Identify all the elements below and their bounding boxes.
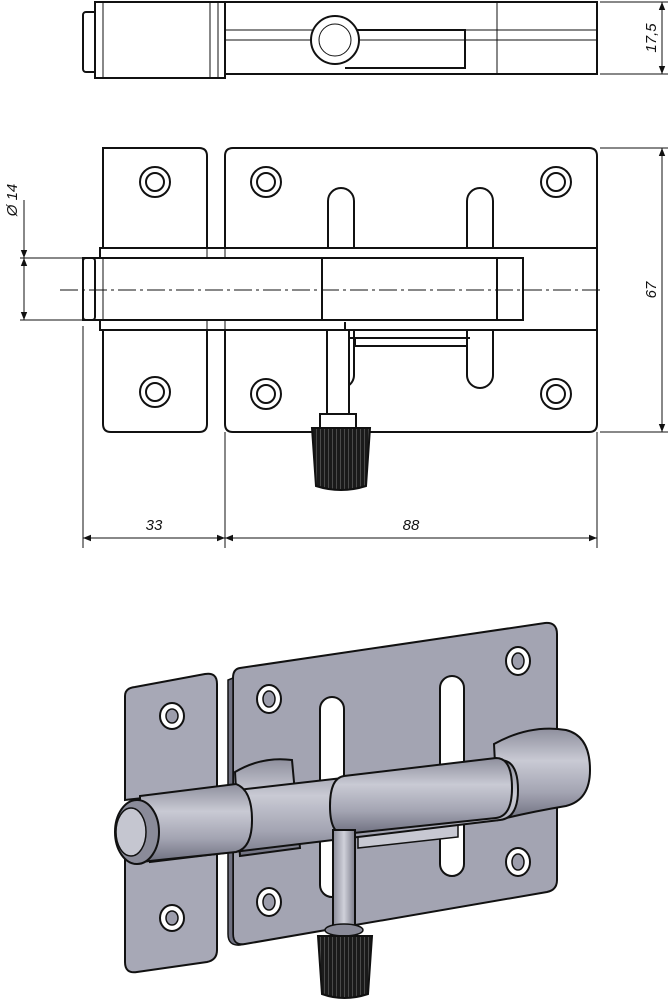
knob-top [310,15,360,65]
mounting-hole [139,166,171,198]
bolt-handle-stem [326,329,350,421]
isometric-view [114,621,592,999]
top-view: 17,5 [82,1,668,79]
mounting-hole [139,376,171,408]
iso-keeper-plate-top [124,672,218,802]
dimension-height-front: 67 [643,281,660,298]
iso-keeper-curl [139,782,254,864]
mounting-hole [540,378,572,410]
iso-knurled-knob [316,935,374,999]
bolt-tip [82,257,96,321]
iso-handle-stem [332,829,356,931]
dimension-diameter: Ø 14 [4,184,21,218]
dimension-width-right: 88 [403,517,420,534]
dimension-height-top: 17,5 [643,23,660,53]
mounting-hole [540,166,572,198]
bolt-sleeve [321,257,498,321]
iso-bolt-sleeve [328,756,514,836]
dimension-width-left: 33 [146,517,163,534]
front-view: Ø 14 67 33 88 [4,147,668,548]
mounting-hole [250,166,282,198]
knurled-knob [310,427,372,491]
body-top [224,1,598,75]
mounting-hole [250,378,282,410]
keeper-top [94,1,226,79]
